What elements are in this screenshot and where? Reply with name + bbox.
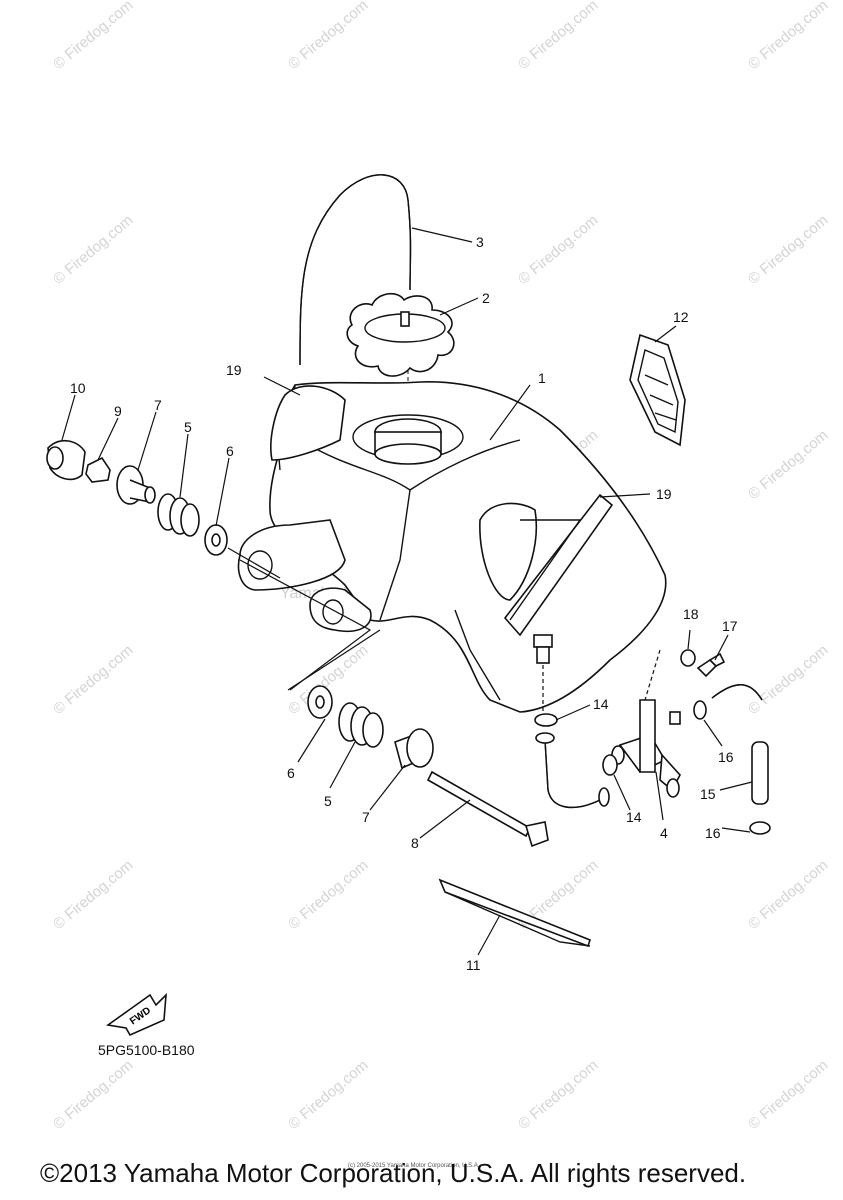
tank-pad-left[interactable] bbox=[270, 385, 346, 461]
collar-part-9[interactable] bbox=[85, 456, 111, 483]
copyright-notice: ©2013 Yamaha Motor Corporation, U.S.A. A… bbox=[40, 1158, 747, 1188]
callout-5-lower: 5 bbox=[324, 793, 332, 809]
collar-part-7-upper[interactable] bbox=[116, 465, 156, 505]
screw-part-17[interactable] bbox=[696, 652, 726, 678]
callout-16-upper: 16 bbox=[718, 749, 734, 765]
clamp-part-16-lower[interactable] bbox=[749, 821, 771, 835]
callout-2: 2 bbox=[482, 290, 490, 306]
callout-6-lower: 6 bbox=[287, 765, 295, 781]
callout-15: 15 bbox=[700, 786, 716, 802]
cap-part-10[interactable] bbox=[46, 440, 86, 481]
callout-17: 17 bbox=[722, 618, 738, 634]
filter-strainer[interactable] bbox=[533, 634, 553, 715]
fuel-cap[interactable] bbox=[346, 292, 455, 415]
clamp-part-14-upper[interactable] bbox=[534, 713, 558, 727]
callout-18: 18 bbox=[683, 606, 699, 622]
callouts: 1 2 3 4 5 5 6 6 7 7 8 9 10 11 12 14 14 1… bbox=[70, 234, 738, 973]
diagram-code: 5PG5100-B180 bbox=[98, 1042, 195, 1058]
collar-part-7-lower[interactable] bbox=[394, 728, 434, 770]
fwd-arrow-icon: FWD bbox=[105, 992, 167, 1037]
callout-11: 11 bbox=[466, 957, 481, 973]
leader-lines bbox=[61, 227, 753, 956]
callout-9: 9 bbox=[114, 403, 122, 419]
callout-4: 4 bbox=[660, 825, 668, 841]
callout-7-upper: 7 bbox=[154, 397, 162, 413]
damper-part-5-upper[interactable] bbox=[157, 493, 200, 537]
damper-part-5-lower[interactable] bbox=[338, 702, 384, 748]
callout-14-lower: 14 bbox=[626, 809, 642, 825]
tiny-notice: (c) 2005-2015 Yamaha Motor Corporation, … bbox=[348, 1163, 480, 1169]
callout-19-left: 19 bbox=[226, 362, 242, 378]
washer-part-6-lower[interactable] bbox=[307, 685, 333, 719]
callout-14-upper: 14 bbox=[593, 696, 609, 712]
bolt-part-8[interactable] bbox=[426, 770, 549, 848]
washer-part-18[interactable] bbox=[680, 649, 696, 667]
fuel-hose-part-13[interactable] bbox=[535, 732, 610, 809]
callout-6-upper: 6 bbox=[226, 443, 234, 459]
hose-part-15[interactable] bbox=[751, 741, 769, 805]
callout-8: 8 bbox=[411, 835, 419, 851]
callout-3: 3 bbox=[476, 234, 484, 250]
callout-5-upper: 5 bbox=[184, 419, 192, 435]
fuel-tank[interactable] bbox=[237, 381, 667, 713]
tank-pad-part-11[interactable] bbox=[438, 878, 591, 948]
tank-pad-right[interactable] bbox=[503, 493, 614, 637]
clamp-part-14-lower[interactable] bbox=[602, 754, 618, 776]
fuel-cock-part-4[interactable] bbox=[611, 649, 681, 798]
callout-19-right: 19 bbox=[656, 486, 672, 502]
hose-elbow-upper[interactable] bbox=[711, 684, 763, 701]
callout-10: 10 bbox=[70, 380, 86, 396]
tank-emblem-plate[interactable] bbox=[629, 333, 686, 447]
callout-12: 12 bbox=[673, 309, 689, 325]
washer-part-6-upper[interactable] bbox=[204, 524, 228, 556]
clamp-part-16-upper[interactable] bbox=[693, 700, 707, 720]
callout-16-lower: 16 bbox=[705, 825, 721, 841]
callout-1: 1 bbox=[538, 370, 546, 386]
callout-7-lower: 7 bbox=[362, 809, 370, 825]
